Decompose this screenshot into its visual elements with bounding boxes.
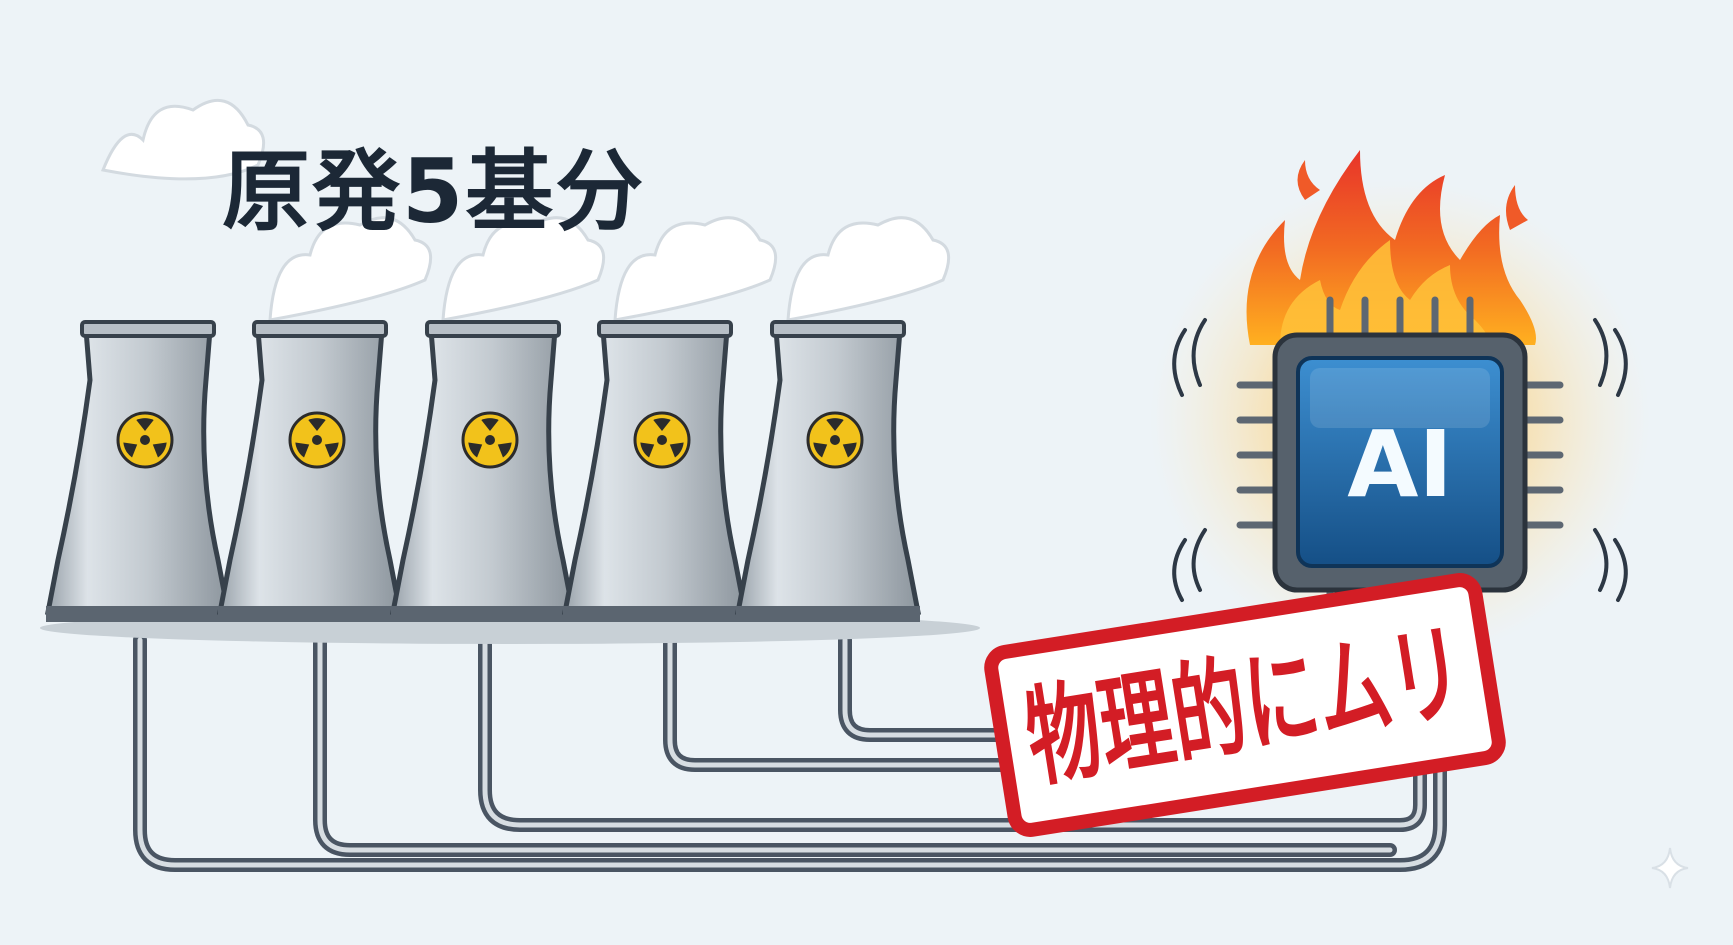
cooling-tower-icon (561, 216, 778, 622)
flame-wisp (1297, 160, 1320, 200)
cooling-tower-icon (389, 216, 606, 622)
radiation-icon (116, 411, 174, 469)
cooling-towers (44, 99, 951, 622)
steam-icon (441, 216, 606, 322)
pipes (133, 593, 1447, 872)
steam-icon (100, 99, 266, 181)
ai-chip-icon (1272, 332, 1528, 593)
headline: 原発5基分 (222, 140, 645, 243)
sparkle-icon (1651, 847, 1689, 889)
cooling-tower-icon (734, 216, 951, 622)
radiation-icon (461, 411, 519, 469)
vibration-marks (1172, 318, 1628, 602)
radiation-icon (806, 411, 864, 469)
radiation-icon (288, 411, 346, 469)
radiation-icon (633, 411, 691, 469)
cooling-tower-icon (216, 216, 433, 622)
stamp: 物理的にムリ (984, 573, 1506, 837)
steam-icon (268, 216, 433, 322)
cooling-tower-icon (44, 99, 266, 622)
steam-icon (613, 216, 778, 322)
flame-wisp (1506, 185, 1528, 230)
steam-icon (786, 216, 951, 322)
chip-label: AI (1347, 411, 1452, 518)
ai-chip-group: AI (1150, 150, 1650, 660)
